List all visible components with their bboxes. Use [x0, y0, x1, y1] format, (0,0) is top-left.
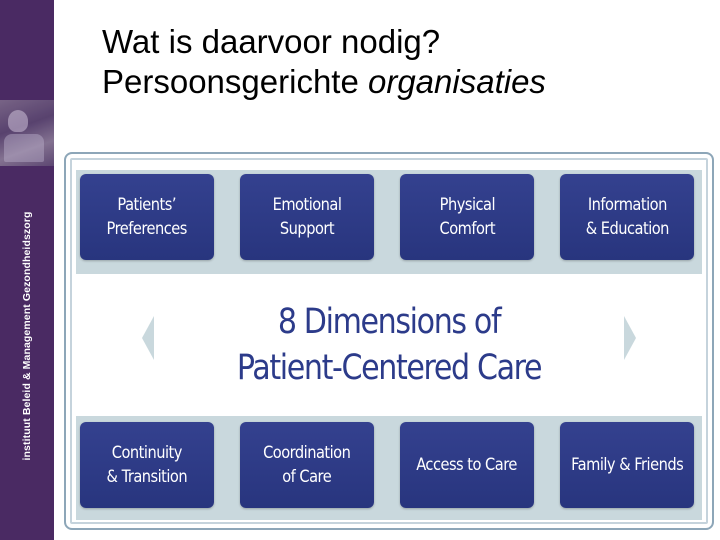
- dimension-label: Information & Education: [585, 195, 669, 239]
- dimension-label: Family & Friends: [570, 455, 684, 475]
- dimension-label: Emotional Support: [272, 195, 342, 239]
- sidebar: instituut Beleid & Management Gezondheid…: [0, 0, 54, 540]
- title-line-2: Persoonsgerichte organisaties: [102, 62, 712, 102]
- dimension-label: Coordination of Care: [263, 443, 351, 487]
- dimension-box-family-friends: Family & Friends: [560, 422, 694, 508]
- dimension-box-continuity-transition: Continuity & Transition: [80, 422, 214, 508]
- dimension-box-access-to-care: Access to Care: [400, 422, 534, 508]
- dimension-label: Access to Care: [416, 455, 518, 475]
- title-line-2-plain: Persoonsgerichte: [102, 63, 368, 100]
- dimension-box-patients-preferences: Patients’ Preferences: [80, 174, 214, 260]
- dimension-label: Patients’ Preferences: [106, 195, 188, 239]
- diagram-center-title: 8 Dimensions of Patient-Centered Care: [177, 274, 602, 416]
- dimension-box-physical-comfort: Physical Comfort: [400, 174, 534, 260]
- right-arrow: [624, 316, 636, 360]
- page-title: Wat is daarvoor nodig? Persoonsgerichte …: [102, 22, 712, 102]
- dimension-box-emotional-support: Emotional Support: [240, 174, 374, 260]
- patient-centered-care-diagram: 8 Dimensions of Patient-Centered Care Pa…: [64, 152, 714, 530]
- dimension-box-information-education: Information & Education: [560, 174, 694, 260]
- dimension-label: Physical Comfort: [439, 195, 495, 239]
- title-line-1: Wat is daarvoor nodig?: [102, 23, 441, 60]
- left-arrow: [142, 316, 154, 360]
- sidebar-photo: [0, 100, 54, 166]
- center-title-line-2: Patient-Centered Care: [236, 348, 543, 388]
- title-line-2-italic: organisaties: [367, 63, 546, 100]
- sidebar-institute-name: instituut Beleid & Management Gezondheid…: [21, 211, 33, 461]
- center-title-line-1: 8 Dimensions of: [277, 302, 502, 342]
- dimension-box-coordination-of-care: Coordination of Care: [240, 422, 374, 508]
- dimension-label: Continuity & Transition: [106, 443, 188, 487]
